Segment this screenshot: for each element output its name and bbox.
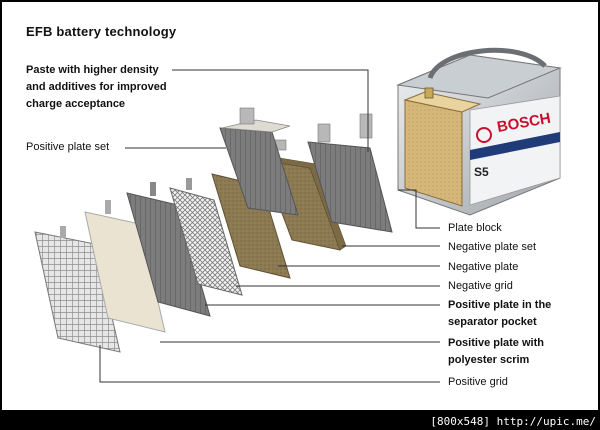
- positive-plate-set: [219, 107, 299, 216]
- scrim-plate: [84, 200, 166, 333]
- battery-case: BOSCH S5: [396, 47, 562, 216]
- image-source-footer: [800x548] http://upic.me/: [430, 415, 596, 428]
- leader-lines: [99, 69, 440, 383]
- diagram-title: EFB battery technology: [26, 24, 177, 39]
- label-negative-grid: Negative grid: [448, 280, 513, 292]
- label-negative-plate-set: Negative plate set: [448, 241, 537, 253]
- label-paste: Paste with higher density and additives …: [26, 64, 167, 110]
- label-positive-plate-set: Positive plate set: [26, 141, 110, 153]
- rear-plate-set: [307, 113, 393, 233]
- battery-model: S5: [474, 165, 489, 179]
- label-plate-block: Plate block: [448, 222, 502, 234]
- separator-pocket-plate: [126, 182, 211, 317]
- label-positive-plate-separator: Positive plate in the separator pocket: [448, 299, 552, 328]
- label-positive-grid: Positive grid: [448, 376, 508, 388]
- label-negative-plate: Negative plate: [448, 261, 519, 273]
- negative-grid-plate: [169, 178, 243, 296]
- label-positive-plate-scrim: Positive plate with polyester scrim: [448, 337, 544, 366]
